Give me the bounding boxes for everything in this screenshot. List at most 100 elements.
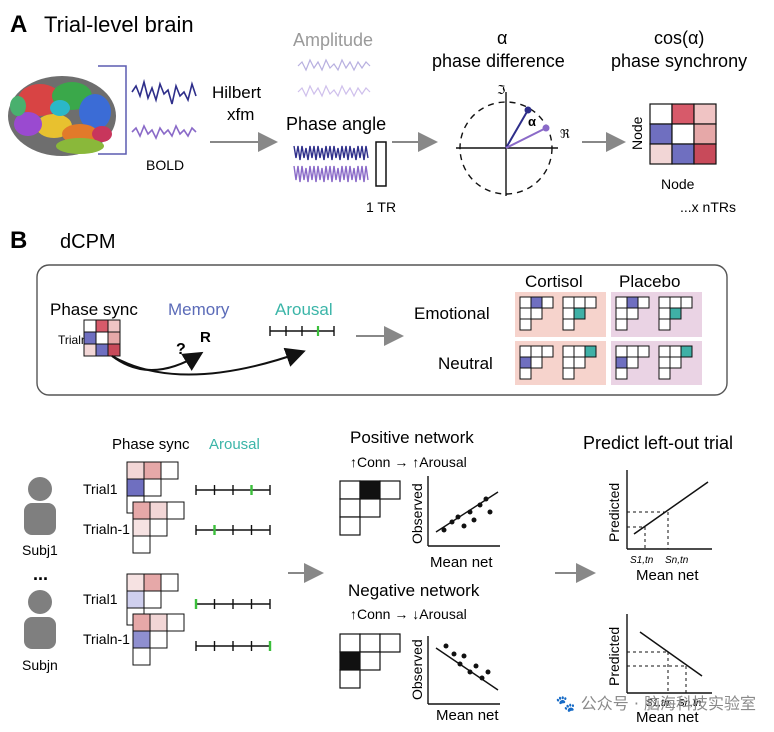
trial-cell — [132, 518, 151, 537]
condition-cell — [519, 318, 532, 331]
predicted-label-neg: Predicted — [606, 627, 622, 686]
trial-cell — [143, 461, 162, 480]
condition-cell — [669, 345, 682, 358]
ellipsis-label: ... — [33, 564, 48, 584]
condition-cell — [658, 307, 671, 320]
trial-cell — [149, 613, 168, 632]
trial-cell — [143, 573, 162, 592]
condition-cell — [615, 296, 628, 309]
node-y-label: Node — [629, 116, 645, 150]
predict-label: Predict left-out trial — [583, 433, 733, 453]
amplitude-signal-1 — [297, 58, 371, 72]
condition-cell — [519, 296, 532, 309]
trial-cell — [132, 501, 151, 520]
condition-cell — [615, 318, 628, 331]
sn-label-pos: Sn,tn — [665, 555, 689, 566]
trial-cell — [132, 613, 151, 632]
condition-cell — [658, 296, 671, 309]
observed-label-pos: Observed — [409, 483, 425, 544]
s1-label-neg: S1,tn — [646, 698, 670, 709]
trial-cell — [126, 461, 145, 480]
condition-cell — [541, 345, 554, 358]
condition-cell — [584, 296, 597, 309]
trial-cell — [160, 461, 179, 480]
phase-difference-label: phase difference — [432, 51, 565, 71]
condition-cell — [541, 296, 554, 309]
alpha-symbol: α — [497, 28, 507, 48]
node-x-label: Node — [661, 176, 695, 192]
hilbert-label: Hilbert — [212, 83, 261, 102]
bold-label: BOLD — [146, 157, 184, 173]
condition-cell — [637, 345, 650, 358]
condition-cell — [637, 296, 650, 309]
condition-cell — [530, 356, 543, 369]
r-label: R — [200, 329, 211, 346]
trial-cell — [149, 501, 168, 520]
positive-network-matrix — [339, 480, 401, 536]
lower-arousal-label: Arousal — [209, 436, 260, 453]
trial-stack-matrices — [126, 461, 185, 666]
emotional-label: Emotional — [414, 304, 490, 323]
trial-cell — [132, 647, 151, 666]
positive-network-label: Positive network — [350, 428, 474, 447]
alpha-angle-label: α — [528, 114, 536, 129]
subjn-label: Subjn — [22, 657, 58, 673]
condition-cell — [615, 367, 628, 380]
memory-label: Memory — [168, 300, 230, 319]
condition-cell — [519, 356, 532, 369]
condition-cell — [562, 367, 575, 380]
condition-cell — [573, 356, 586, 369]
lower-phase-sync-label: Phase sync — [112, 436, 190, 453]
panel-b-title: dCPM — [60, 231, 116, 253]
condition-cell — [626, 307, 639, 320]
mean-net-label-pred1: Mean net — [636, 567, 699, 584]
positive-sub-label: ↑Conn → ↑Arousal — [350, 454, 467, 470]
condition-cell — [519, 367, 532, 380]
condition-cell — [658, 318, 671, 331]
condition-cell — [669, 296, 682, 309]
arousal-scale — [269, 326, 335, 336]
s1-label-pos: S1,tn — [630, 555, 654, 566]
condition-cell — [669, 356, 682, 369]
predict-plot-positive — [626, 470, 712, 550]
condition-cell — [530, 296, 543, 309]
condition-cell — [530, 345, 543, 358]
phase-angle-label: Phase angle — [286, 114, 386, 134]
condition-cell — [562, 296, 575, 309]
condition-cell — [562, 356, 575, 369]
phase-signal-purple — [293, 165, 369, 183]
condition-cell — [519, 307, 532, 320]
condition-cell — [530, 307, 543, 320]
mean-net-label-neg: Mean net — [436, 707, 499, 724]
xfm-label: xfm — [227, 105, 254, 124]
real-axis-label: ℜ — [560, 127, 570, 141]
condition-cell — [573, 307, 586, 320]
condition-cell — [669, 307, 682, 320]
trial-matrix — [83, 319, 121, 357]
trial-cell — [126, 573, 145, 592]
neutral-label: Neutral — [438, 354, 493, 373]
condition-cell — [680, 345, 693, 358]
condition-cell — [680, 296, 693, 309]
trial-cell — [149, 518, 168, 537]
condition-cell — [615, 345, 628, 358]
dcpm-box — [36, 264, 728, 396]
trial1-label-a: Trial1 — [83, 481, 118, 497]
positive-scatter — [427, 476, 500, 547]
phase-sync-label: Phase sync — [50, 300, 138, 319]
condition-cell — [519, 345, 532, 358]
observed-label-neg: Observed — [409, 639, 425, 700]
panel-a-letter: A — [10, 11, 27, 38]
trialn1-label-a: Trialn-1 — [83, 521, 130, 537]
condition-cell — [658, 356, 671, 369]
condition-cell — [573, 345, 586, 358]
trial-cell — [126, 478, 145, 497]
arousal-scales — [194, 485, 272, 651]
condition-cell — [626, 356, 639, 369]
condition-cell — [615, 356, 628, 369]
trial-cell — [143, 478, 162, 497]
trial-cell — [166, 613, 185, 632]
trial-cell — [126, 590, 145, 609]
condition-cell — [562, 345, 575, 358]
trial-cell — [132, 535, 151, 554]
